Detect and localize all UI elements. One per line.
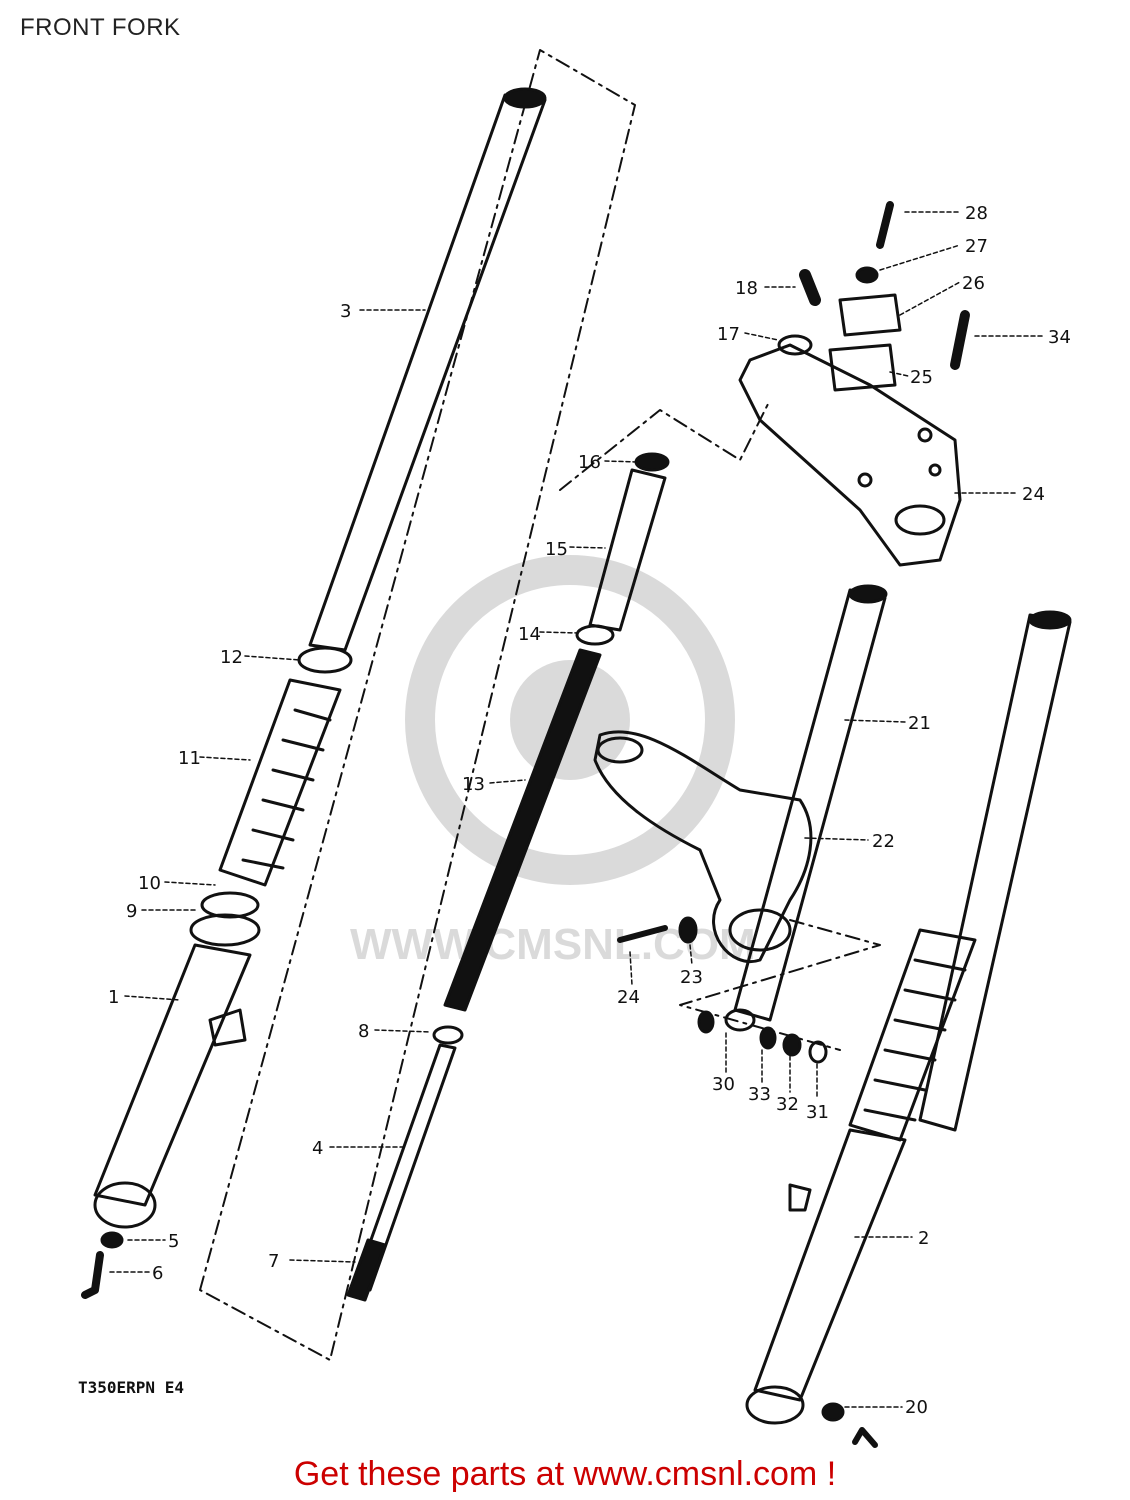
page-title: FRONT FORK: [20, 14, 181, 41]
callout-25: 24: [1022, 484, 1045, 505]
callout-1: 1: [108, 987, 119, 1008]
footer-cta: Get these parts at www.cmsnl.com !: [0, 1455, 1130, 1494]
callout-15: 15: [545, 539, 568, 560]
outer-tube-right: [745, 610, 1072, 1425]
callout-20: 20: [905, 1397, 928, 1418]
lower-bracket: [593, 730, 813, 964]
fork-boot-left: [218, 678, 342, 887]
callout-labels: 3 12 11 10 9 1 5 6 8 4 7 13 14 15 16 17 …: [108, 203, 1071, 1418]
callout-6: 6: [152, 1263, 163, 1284]
callout-26: 25: [910, 367, 933, 388]
callout-24-label: 24: [617, 987, 640, 1008]
callout-30: 30: [712, 1074, 735, 1095]
callout-14: 14: [518, 624, 541, 645]
callout-28: 27: [965, 236, 988, 257]
callout-32: 32: [776, 1094, 799, 1115]
diagram-code: T350ERPN E4: [78, 1378, 184, 1397]
callout-29: 28: [965, 203, 988, 224]
callout-18: 18: [735, 278, 758, 299]
callout-27: 26: [962, 273, 985, 294]
outer-tube-left: [93, 943, 252, 1229]
callout-11: 11: [178, 748, 201, 769]
callout-17: 17: [717, 324, 740, 345]
upper-bracket: [738, 343, 962, 567]
callout-9: 9: [126, 901, 137, 922]
callout-2: 2: [918, 1228, 929, 1249]
callout-3: 3: [340, 301, 351, 322]
callout-33: 33: [748, 1084, 771, 1105]
callout-22: 22: [872, 831, 895, 852]
callout-12: 12: [220, 647, 243, 668]
callout-13: 13: [462, 774, 485, 795]
callout-7: 7: [268, 1251, 279, 1272]
inner-tube-left: [308, 87, 547, 652]
callout-16: 16: [578, 452, 601, 473]
callout-21: 21: [908, 713, 931, 734]
footer-suffix: !: [817, 1455, 837, 1493]
callout-5: 5: [168, 1231, 179, 1252]
callout-8: 8: [358, 1021, 369, 1042]
callout-34: 34: [1048, 327, 1071, 348]
callout-23: 23: [680, 967, 703, 988]
callout-31: 31: [806, 1102, 829, 1123]
footer-prefix: Get these parts at: [293, 1455, 574, 1493]
callout-10: 10: [138, 873, 161, 894]
cmsnl-link[interactable]: www.cmsnl.com: [573, 1455, 818, 1493]
callout-4: 4: [312, 1138, 323, 1159]
